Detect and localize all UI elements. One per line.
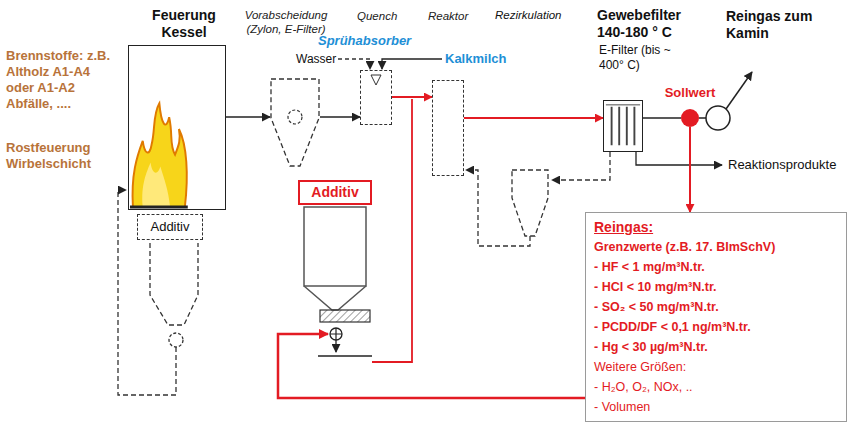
control-line bbox=[278, 334, 585, 398]
firing-note: Rostfeuerung Wirbelschicht bbox=[6, 140, 112, 172]
pre-separator: Vorabscheidung (Zylon, E-Filter) bbox=[270, 78, 320, 168]
clean-gas-box: Reingas:Grenzwerte (z.B. 17. BImSchV)- H… bbox=[585, 212, 847, 422]
box-text: - SO₂ < 50 mg/m³N.tr. bbox=[594, 297, 838, 317]
column-label: Rezirkulation bbox=[495, 8, 561, 22]
additive-silo bbox=[304, 207, 366, 286]
dosing-screw bbox=[320, 310, 370, 322]
process-label: Sprühabsorber bbox=[318, 33, 411, 49]
recirculation-cyclone bbox=[512, 170, 548, 236]
heading-text: Feuerung Kessel bbox=[139, 7, 229, 41]
box-text: - HCl < 10 mg/m³N.tr. bbox=[594, 277, 838, 297]
fan bbox=[706, 106, 730, 130]
box-text: Additiv bbox=[150, 219, 189, 235]
shape-outline bbox=[270, 78, 320, 168]
heading-text: Gewebefilter 140-180 ° C bbox=[597, 7, 701, 41]
recirculation-line bbox=[552, 152, 610, 180]
additive-line bbox=[372, 99, 412, 362]
box-text: - Hg < 30 µg/m³N.tr. bbox=[594, 337, 838, 357]
box-text: - PCDD/DF < 0,1 ng/m³N.tr. bbox=[594, 317, 838, 337]
outlet-label: Reaktionsprodukte bbox=[728, 157, 836, 173]
shape-outline bbox=[604, 101, 642, 151]
flow-connector bbox=[392, 96, 432, 98]
quench: Quench bbox=[360, 70, 392, 125]
feed-label: Kalkmilch bbox=[445, 51, 506, 67]
shape-outline bbox=[361, 71, 391, 124]
conveyor bbox=[318, 355, 372, 357]
flow-connector bbox=[689, 127, 691, 212]
outlet-label: Reingas zum Kamin bbox=[726, 8, 836, 42]
heading-text: Quench bbox=[357, 9, 401, 23]
heading-text: Reaktor bbox=[428, 9, 478, 23]
additive-box: Additiv bbox=[137, 214, 203, 240]
box-text: Reingas: bbox=[594, 217, 838, 237]
flow-connector bbox=[643, 117, 681, 118]
shape-outline bbox=[129, 46, 225, 209]
box-text: - HF < 1 mg/m³N.tr. bbox=[594, 257, 838, 277]
valve-cross bbox=[330, 328, 342, 340]
box-text: Additiv bbox=[311, 184, 358, 201]
additive-hopper bbox=[150, 243, 198, 325]
boiler: Feuerung Kessel bbox=[128, 45, 226, 210]
dosing-valve bbox=[330, 328, 342, 340]
products-line bbox=[636, 152, 722, 165]
dosing-drop bbox=[335, 340, 336, 352]
fabric-filter: Gewebefilter 140-180 ° CE-Filter (bis ~ … bbox=[603, 100, 643, 152]
box-text: Grenzwerte (z.B. 17. BImSchV) bbox=[594, 237, 838, 257]
feed-label: Wasser bbox=[296, 52, 336, 67]
silo-cone bbox=[304, 286, 366, 310]
additive-box: Additiv bbox=[298, 180, 372, 205]
water-feed bbox=[338, 59, 370, 69]
fan-line bbox=[699, 117, 706, 119]
box-text: - Volumen bbox=[594, 397, 838, 417]
rotary-valve bbox=[169, 333, 183, 347]
lime-feed bbox=[382, 59, 442, 69]
heading-text: Vorabscheidung (Zylon, E-Filter) bbox=[234, 8, 338, 36]
heading-text: E-Filter (bis ~ 400° C) bbox=[599, 43, 691, 73]
setpoint-dot: Sollwert bbox=[681, 109, 699, 127]
flow-connector bbox=[464, 117, 603, 119]
flow-connector bbox=[320, 116, 360, 117]
flow-connector bbox=[226, 116, 270, 117]
box-text: Weitere Größen: bbox=[594, 357, 838, 377]
fuel-note: Brennstoffe: z.B. Altholz A1-A4 oder A1-… bbox=[6, 48, 114, 112]
reactor: Reaktor bbox=[432, 80, 464, 176]
heading-text: Sollwert bbox=[650, 85, 730, 101]
stack-line bbox=[726, 72, 752, 109]
recirculation-return bbox=[466, 170, 530, 246]
box-text: - H₂O, O₂, NOx, .. bbox=[594, 377, 838, 397]
